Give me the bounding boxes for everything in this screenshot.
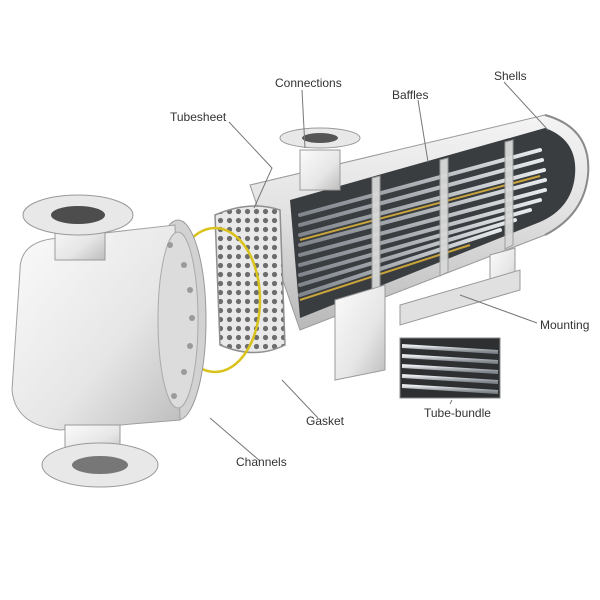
tubesheet-label: Tubesheet bbox=[170, 110, 227, 124]
leader-lines bbox=[209, 81, 549, 462]
gasket-label: Gasket bbox=[306, 414, 345, 428]
channel-nozzles bbox=[22, 194, 159, 488]
shells-label: Shells bbox=[494, 69, 527, 83]
tube-bundle-inset bbox=[399, 337, 501, 399]
mounting-saddles bbox=[334, 247, 521, 381]
mounting-label: Mounting bbox=[540, 318, 590, 332]
tube-bundle bbox=[298, 148, 547, 301]
channels-label: Channels bbox=[236, 455, 287, 469]
top-connection-nozzle bbox=[279, 127, 361, 191]
tube-bundle-label: Tube-bundle bbox=[424, 406, 491, 420]
baffles-label: Baffles bbox=[392, 88, 429, 102]
tubesheet bbox=[214, 205, 286, 354]
channel-head bbox=[11, 219, 207, 431]
connections-label: Connections bbox=[275, 76, 342, 90]
